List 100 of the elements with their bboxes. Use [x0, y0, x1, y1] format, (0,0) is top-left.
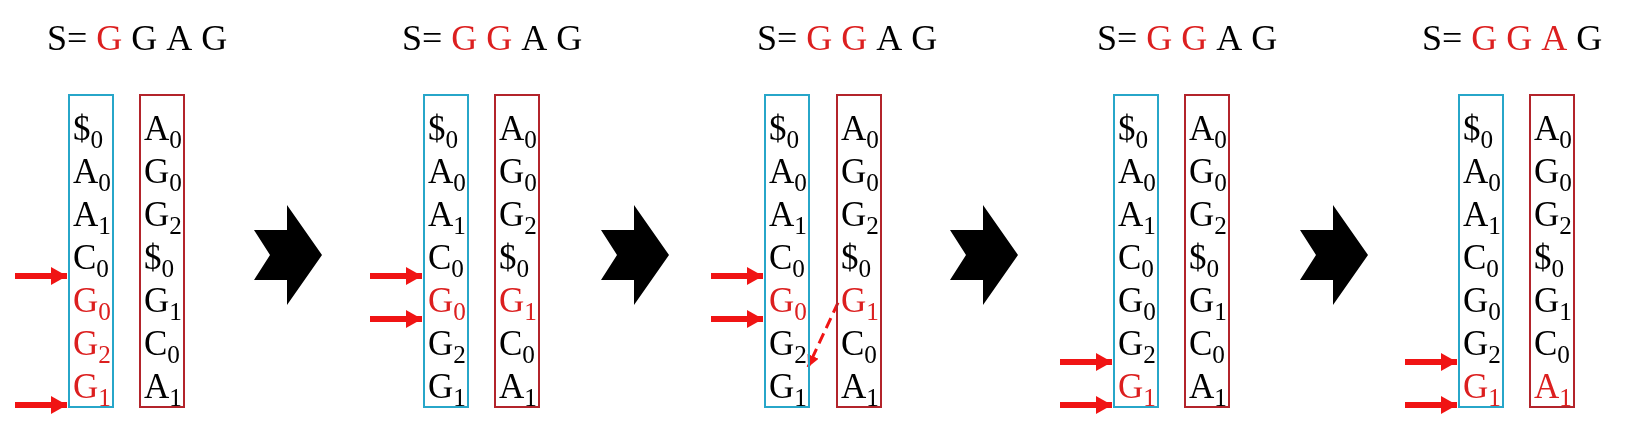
column-entry: C$_{0}$ [1115, 233, 1157, 276]
column-entry: G$_{1}$ [1460, 362, 1502, 405]
column-box [1529, 94, 1575, 408]
column-entry: A$_{0}$ [1531, 104, 1573, 147]
column-entry: C$_{0}$ [766, 233, 808, 276]
sequence-letter: G [131, 20, 158, 56]
pointer-arrow [1405, 353, 1457, 371]
column-entry: A$_{1}$ [1531, 362, 1573, 405]
column-entry: A$_{0}$ [141, 104, 183, 147]
column-entry: G$_{0}$ [1460, 276, 1502, 319]
column-entry: G$_{2}$ [425, 319, 467, 362]
column-entry: G$_{0}$ [1186, 147, 1228, 190]
column-entry: A$_{0}$ [766, 147, 808, 190]
sequence-label: S= [757, 20, 798, 56]
column-entry: C$_{0}$ [1186, 319, 1228, 362]
column-entry: A$_{0}$ [70, 147, 112, 190]
column-entry: G$_{2}$ [1186, 190, 1228, 233]
column-box [1184, 94, 1230, 408]
sequence-letter: A [1216, 20, 1243, 56]
column-entry: G$_{1}$ [425, 362, 467, 405]
column-entry: G$_{2}$ [141, 190, 183, 233]
column-entry: G$_{0}$ [70, 276, 112, 319]
column-entry: A$_{0}$ [838, 104, 880, 147]
sequence-letter: A [521, 20, 548, 56]
column-entry: A$_{1}$ [766, 190, 808, 233]
column-entry: $$_{0}$ [70, 104, 112, 147]
column-box [139, 94, 185, 408]
sequence-letter: A [1541, 20, 1568, 56]
column-entry: G$_{0}$ [425, 276, 467, 319]
column-box [1458, 94, 1504, 408]
column-entry: G$_{2}$ [496, 190, 538, 233]
column-entry: C$_{0}$ [141, 319, 183, 362]
sequence-letter: G [1181, 20, 1208, 56]
column-entry: A$_{1}$ [70, 190, 112, 233]
sequence-letter: G [1506, 20, 1533, 56]
sequence-letter: A [166, 20, 193, 56]
column-entry: $$_{0}$ [425, 104, 467, 147]
sequence-letter: G [1146, 20, 1173, 56]
column-entry: G$_{1}$ [141, 276, 183, 319]
column-entry: C$_{0}$ [425, 233, 467, 276]
column-entry: G$_{1}$ [1186, 276, 1228, 319]
column-entry: $$_{0}$ [1186, 233, 1228, 276]
column-box [836, 94, 882, 408]
column-box [764, 94, 810, 408]
column-entry: G$_{1}$ [766, 362, 808, 405]
column-entry: A$_{1}$ [1460, 190, 1502, 233]
column-entry: $$_{0}$ [766, 104, 808, 147]
column-entry: A$_{0}$ [425, 147, 467, 190]
column-entry: $$_{0}$ [1460, 104, 1502, 147]
column-entry: A$_{1}$ [1115, 190, 1157, 233]
sequence-letter: G [1251, 20, 1278, 56]
sequence-label: S= [47, 20, 88, 56]
column-entry: G$_{2}$ [70, 319, 112, 362]
column-entry: G$_{0}$ [838, 147, 880, 190]
pointer-arrow [15, 396, 67, 414]
column-entry: A$_{1}$ [1186, 362, 1228, 405]
column-entry: G$_{1}$ [1531, 276, 1573, 319]
link-arrow [806, 302, 840, 368]
column-entry: G$_{0}$ [766, 276, 808, 319]
pointer-arrow [1060, 353, 1112, 371]
sequence-label: S= [402, 20, 443, 56]
pointer-arrow [15, 267, 67, 285]
sequence-letter: G [841, 20, 868, 56]
column-entry: G$_{2}$ [766, 319, 808, 362]
sequence-letter: G [451, 20, 478, 56]
column-entry: G$_{2}$ [838, 190, 880, 233]
column-entry: G$_{2}$ [1531, 190, 1573, 233]
pointer-arrow [711, 310, 763, 328]
sequence-letter: G [806, 20, 833, 56]
column-entry: A$_{1}$ [496, 362, 538, 405]
column-box [423, 94, 469, 408]
sequence-letter: G [1576, 20, 1603, 56]
column-entry: $$_{0}$ [141, 233, 183, 276]
column-entry: G$_{1}$ [70, 362, 112, 405]
column-box [68, 94, 114, 408]
column-entry: G$_{2}$ [1460, 319, 1502, 362]
column-entry: A$_{1}$ [838, 362, 880, 405]
column-box [494, 94, 540, 408]
column-entry: A$_{1}$ [425, 190, 467, 233]
column-entry: $$_{0}$ [1531, 233, 1573, 276]
column-entry: G$_{0}$ [1531, 147, 1573, 190]
column-entry: A$_{0}$ [1115, 147, 1157, 190]
pointer-arrow [1060, 396, 1112, 414]
column-entry: G$_{0}$ [1115, 276, 1157, 319]
pointer-arrow [370, 267, 422, 285]
pointer-arrow [711, 267, 763, 285]
pointer-arrow [370, 310, 422, 328]
column-box [1113, 94, 1159, 408]
column-entry: C$_{0}$ [1460, 233, 1502, 276]
column-entry: A$_{0}$ [1186, 104, 1228, 147]
column-entry: G$_{0}$ [141, 147, 183, 190]
sequence-letter: G [1471, 20, 1498, 56]
column-entry: C$_{0}$ [70, 233, 112, 276]
column-entry: G$_{1}$ [1115, 362, 1157, 405]
sequence-label: S= [1097, 20, 1138, 56]
column-entry: G$_{2}$ [1115, 319, 1157, 362]
column-entry: A$_{0}$ [1460, 147, 1502, 190]
column-entry: $$_{0}$ [1115, 104, 1157, 147]
sequence-letter: G [486, 20, 513, 56]
column-entry: $$_{0}$ [838, 233, 880, 276]
